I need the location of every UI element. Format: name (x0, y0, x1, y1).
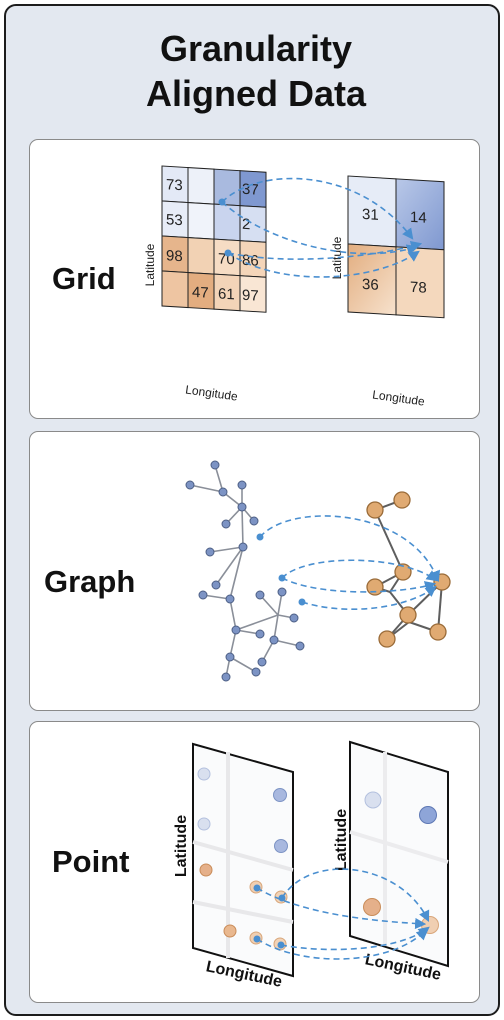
graph-node (221, 672, 231, 682)
graph-node (198, 590, 208, 600)
fine-point-map: Latitude Longitude (173, 742, 294, 991)
graph-node (221, 519, 231, 529)
graph-node (225, 652, 235, 662)
blue-graph-edges (189, 464, 301, 678)
orange-point (421, 916, 439, 934)
aggregation-arrow (256, 887, 427, 930)
graph-node (238, 542, 248, 552)
blue-point (273, 788, 287, 802)
fine-cell-value: 86 (242, 252, 259, 270)
graph-label: Graph (44, 564, 136, 599)
point-label: Point (52, 844, 130, 879)
graph-node (378, 630, 396, 648)
fine-cell-value: 37 (242, 181, 259, 199)
fine-cell-value: 61 (218, 285, 235, 303)
aggregation-arrow (256, 928, 428, 960)
coarse-point-lat-axis: Latitude (333, 809, 350, 871)
blue-point (274, 839, 288, 853)
graph-node (255, 590, 265, 600)
graph-node (211, 580, 221, 590)
point-lat-axis: Latitude (173, 815, 190, 877)
coarse-grid: 31 14 36 78 (347, 175, 445, 319)
graph-node (231, 625, 241, 635)
grid-label: Grid (52, 261, 116, 296)
fine-grid: 73 37 53 2 98 70 86 47 61 97 (161, 165, 267, 313)
graph-panel: Graph (29, 431, 480, 711)
orange-point (199, 863, 213, 877)
blue-graph-nodes (185, 460, 305, 682)
graph-node (295, 641, 305, 651)
coarse-point-map: Latitude Longitude (333, 740, 449, 984)
aggregation-arrow (221, 177, 414, 240)
graph-node (269, 635, 279, 645)
fine-cell-value: 47 (192, 284, 209, 302)
coarse-cell-value: 36 (362, 276, 379, 294)
graph-node (289, 613, 299, 623)
graph-node (185, 480, 195, 490)
graph-node (429, 623, 447, 641)
aggregation-arrow (280, 926, 430, 951)
title-line-1: Granularity (159, 28, 353, 69)
grid-illustration: 73 37 53 2 98 70 86 47 61 97 Latitude Lo… (143, 165, 445, 409)
graph-node (205, 547, 215, 557)
aggregation-arrow (301, 585, 437, 611)
graph-node (210, 460, 220, 470)
graph-node (218, 487, 228, 497)
coarse-cell-value: 31 (362, 206, 379, 224)
fine-cell-value: 98 (166, 247, 183, 265)
title-line-2: Aligned Data (145, 73, 367, 114)
fine-cell-value: 97 (242, 287, 259, 305)
blue-point (364, 791, 382, 809)
graph-node (257, 657, 267, 667)
orange-point (223, 924, 237, 938)
graph-node (225, 594, 235, 604)
blue-point (419, 806, 437, 824)
blue-point (197, 767, 211, 781)
orange-point (363, 898, 381, 916)
fine-cell-value: 2 (242, 216, 250, 233)
point-panel: Point (29, 721, 480, 1003)
aggregation-arrow (259, 515, 441, 583)
coarse-cell-value: 14 (410, 209, 427, 227)
graph-node (249, 516, 259, 526)
graph-node (237, 502, 247, 512)
fine-cell-value: 73 (166, 176, 183, 194)
point-illustration: Latitude Longitude Latitude Longitude (173, 740, 449, 991)
grid-lat-axis: Latitude (143, 243, 157, 286)
graph-node (399, 606, 417, 624)
aggregation-arrow (227, 250, 420, 278)
figure-title: Granularity Aligned Data (6, 26, 504, 116)
graph-node (237, 480, 247, 490)
aggregation-arrow (281, 559, 438, 582)
graph-node (251, 667, 261, 677)
orange-graph-nodes (366, 491, 451, 648)
coarse-lon-axis: Longitude (371, 387, 425, 408)
grid-panel: Grid (29, 139, 480, 419)
aggregation-arrow (221, 201, 419, 256)
graph-node (366, 501, 384, 519)
aggregation-arrow (281, 577, 437, 593)
graph-node (393, 491, 411, 509)
aggregation-arrow (281, 868, 430, 923)
grid-lon-axis: Longitude (184, 382, 238, 403)
graph-node (255, 629, 265, 639)
blue-point (197, 817, 211, 831)
coarse-lat-axis: Latitude (330, 236, 344, 279)
fine-cell-value: 53 (166, 211, 183, 229)
graph-node (366, 578, 384, 596)
graph-illustration (185, 460, 451, 682)
graph-node (394, 563, 412, 581)
aggregation-arrow (227, 241, 423, 260)
coarse-cell-value: 78 (410, 279, 427, 297)
graph-node (277, 587, 287, 597)
